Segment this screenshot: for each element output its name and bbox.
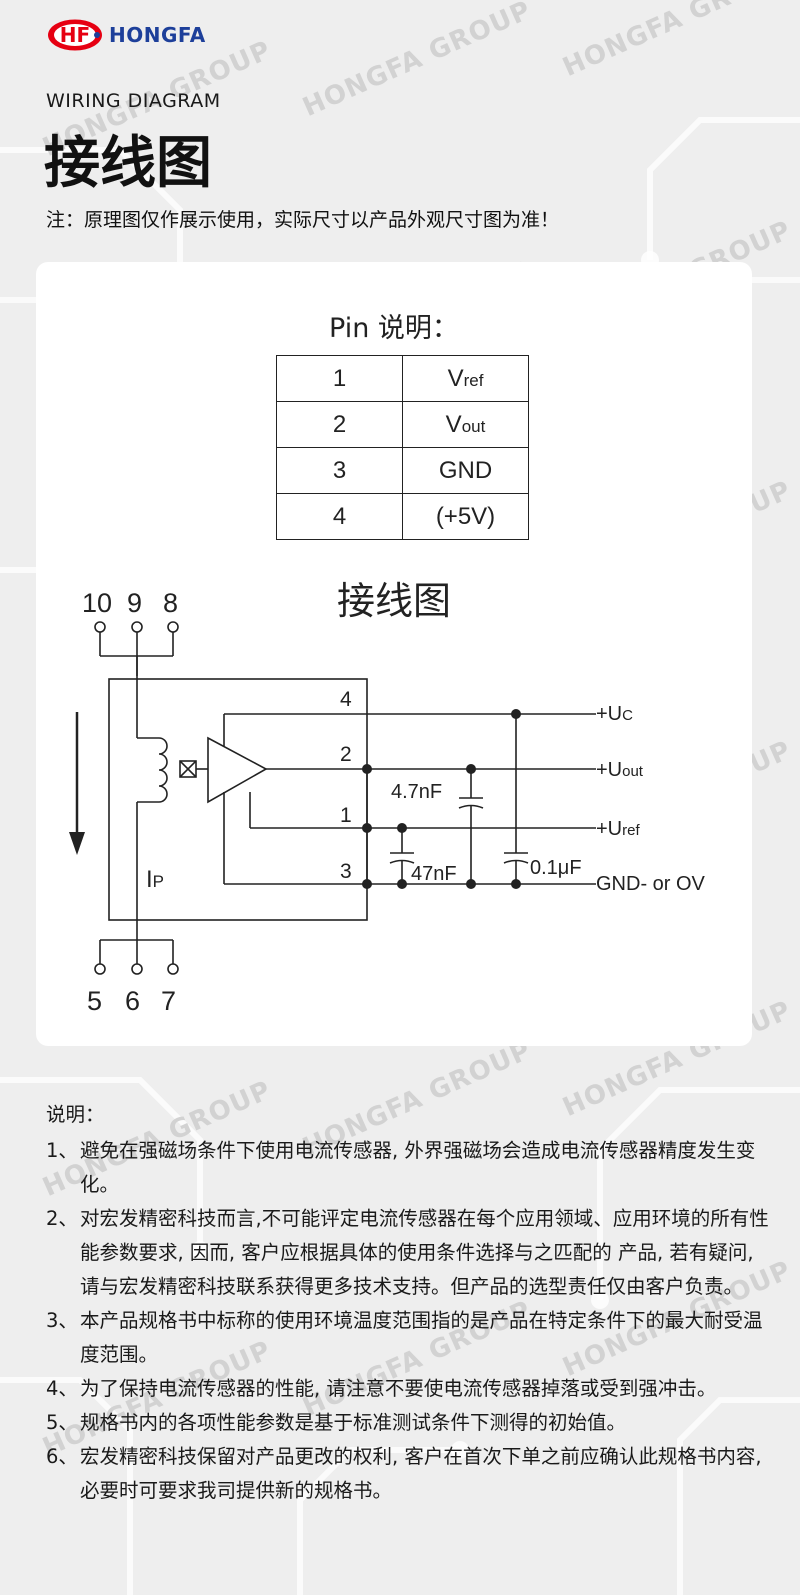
top-pin-10: 10 [82,588,112,618]
internal-pin-3: 3 [340,860,352,883]
output-uc-label: +UC [596,703,633,725]
brand-name: HONGFA [109,23,206,47]
internal-pin-1: 1 [340,804,352,827]
cap-47nf-label: 47nF [411,863,457,885]
pin-function-subscript: out [461,416,486,436]
output-gnd-label: GND- or OV [596,873,706,895]
wiring-diagram-title: 接线图 [336,579,451,623]
notes-heading: 说明： [46,1103,105,1126]
notes-section: 说明： 1、避免在强磁场条件下使用电流传感器, 外界强磁场会造成电流传感器精度发… [46,1098,776,1508]
note-item: 3、本产品规格书中标称的使用环境温度范围指的是产品在特定条件下的最大耐受温度范围… [46,1304,776,1372]
bottom-pin-7: 7 [161,986,176,1016]
page-title: 接线图 [44,131,212,196]
pin-function-base: V [445,410,462,438]
note-number: 4、 [46,1377,78,1400]
note-text: 避免在强磁场条件下使用电流传感器, 外界强磁场会造成电流传感器精度发生变化。 [80,1139,756,1196]
note-number: 3、 [46,1309,78,1332]
pin-function-base: (+5V) [435,502,496,530]
hongfa-logo: HF HONGFA [46,18,206,52]
pin-number-cell: 1 [276,355,403,402]
pin-function-cell: Vout [402,401,529,448]
note-text: 宏发精密科技保留对产品更改的权利, 客户在首次下单之前应确认此规格书内容, 必要… [80,1445,762,1502]
pin-function-cell: GND [402,447,529,494]
note-text: 为了保持电流传感器的性能, 请注意不要使电流传感器掉落或受到强冲击。 [80,1377,717,1400]
pin-function-base: V [447,364,464,392]
page-subtitle: WIRING DIAGRAM [46,90,221,112]
top-pin-9: 9 [127,588,142,618]
pin-function-cell: (+5V) [402,493,529,540]
note-text: 对宏发精密科技而言,不可能评定电流传感器在每个应用领域、应用环境的所有性能参数要… [80,1207,769,1298]
hf-logo-mark-icon: HF [48,19,102,51]
note-number: 5、 [46,1411,78,1434]
note-item: 1、避免在强磁场条件下使用电流传感器, 外界强磁场会造成电流传感器精度发生变化。 [46,1134,776,1202]
pin-number-cell: 4 [276,493,403,540]
pin-function-subscript: ref [463,370,484,390]
output-uref-label: +Uref [596,818,640,840]
note-text: 本产品规格书中标称的使用环境温度范围指的是产品在特定条件下的最大耐受温度范围。 [80,1309,763,1366]
cap-0-1uf-label: 0.1μF [530,857,582,879]
note-item: 2、对宏发精密科技而言,不可能评定电流传感器在每个应用领域、应用环境的所有性能参… [46,1202,776,1304]
cap-4-7nf-label: 4.7nF [391,781,442,803]
output-uout-label: +Uout [596,759,644,781]
wiring-circuit: 10 9 8 5 6 7 4 2 1 3 IP 4.7nF 47nF 0.1μF… [69,588,706,1016]
note-number: 6、 [46,1445,78,1468]
top-pin-8: 8 [163,588,178,618]
pin-function-cell: Vref [402,355,529,402]
pin-number-cell: 2 [276,401,403,448]
internal-pin-2: 2 [340,743,352,766]
bottom-pin-5: 5 [87,986,102,1016]
internal-pin-4: 4 [340,688,352,711]
pin-table-row: 4 (+5V) [276,493,529,540]
pin-table-caption: Pin 说明： [329,313,459,344]
note-number: 1、 [46,1139,78,1162]
primary-current-label: IP [146,866,164,893]
disclaimer-note: 注：原理图仅作展示使用，实际尺寸以产品外观尺寸图为准！ [46,209,560,231]
note-item: 5、规格书内的各项性能参数是基于标准测试条件下测得的初始值。 [46,1406,776,1440]
note-text: 规格书内的各项性能参数是基于标准测试条件下测得的初始值。 [80,1411,627,1434]
note-number: 2、 [46,1207,78,1230]
note-item: 4、为了保持电流传感器的性能, 请注意不要使电流传感器掉落或受到强冲击。 [46,1372,776,1406]
bottom-pin-6: 6 [125,986,140,1016]
pin-function-base: GND [438,456,493,484]
svg-text:HF: HF [60,23,90,47]
note-item: 6、宏发精密科技保留对产品更改的权利, 客户在首次下单之前应确认此规格书内容, … [46,1440,776,1508]
